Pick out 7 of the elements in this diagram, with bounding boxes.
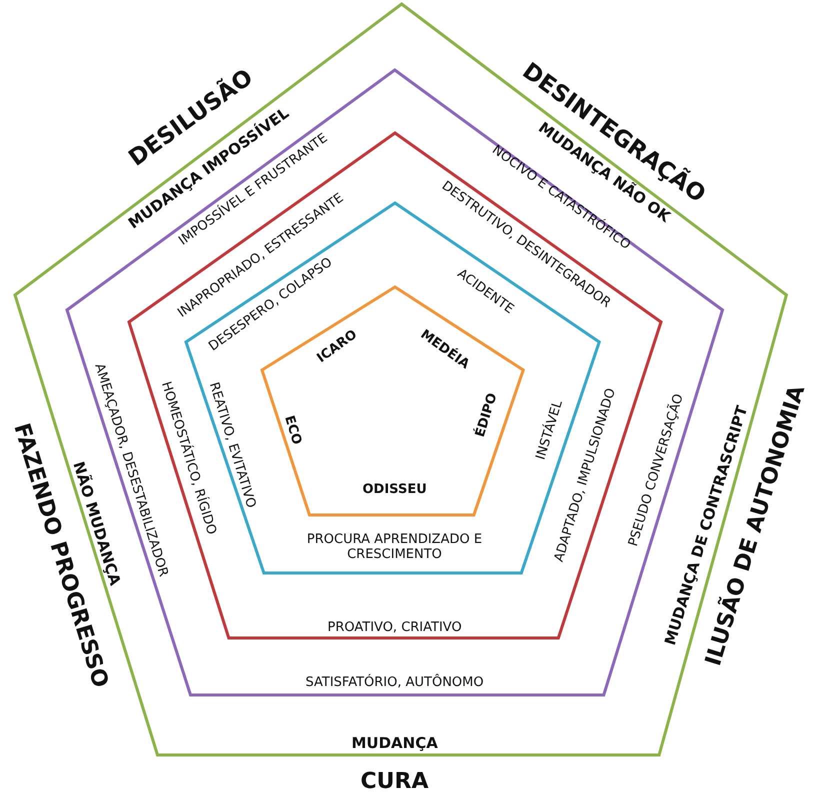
stage-description: PROATIVO, CRIATIVO [328, 620, 462, 636]
stage-heading: ODISSEU [362, 482, 427, 498]
stage-heading: ECO [280, 414, 304, 446]
stage-heading: CURA [360, 768, 428, 794]
stage-description: PROCURA APRENDIZADO E CRESCIMENTO [306, 533, 484, 563]
stage-description: SATISFATÓRIO, AUTÔNOMO [306, 676, 484, 690]
stage-heading: MUDANÇA [352, 734, 438, 752]
